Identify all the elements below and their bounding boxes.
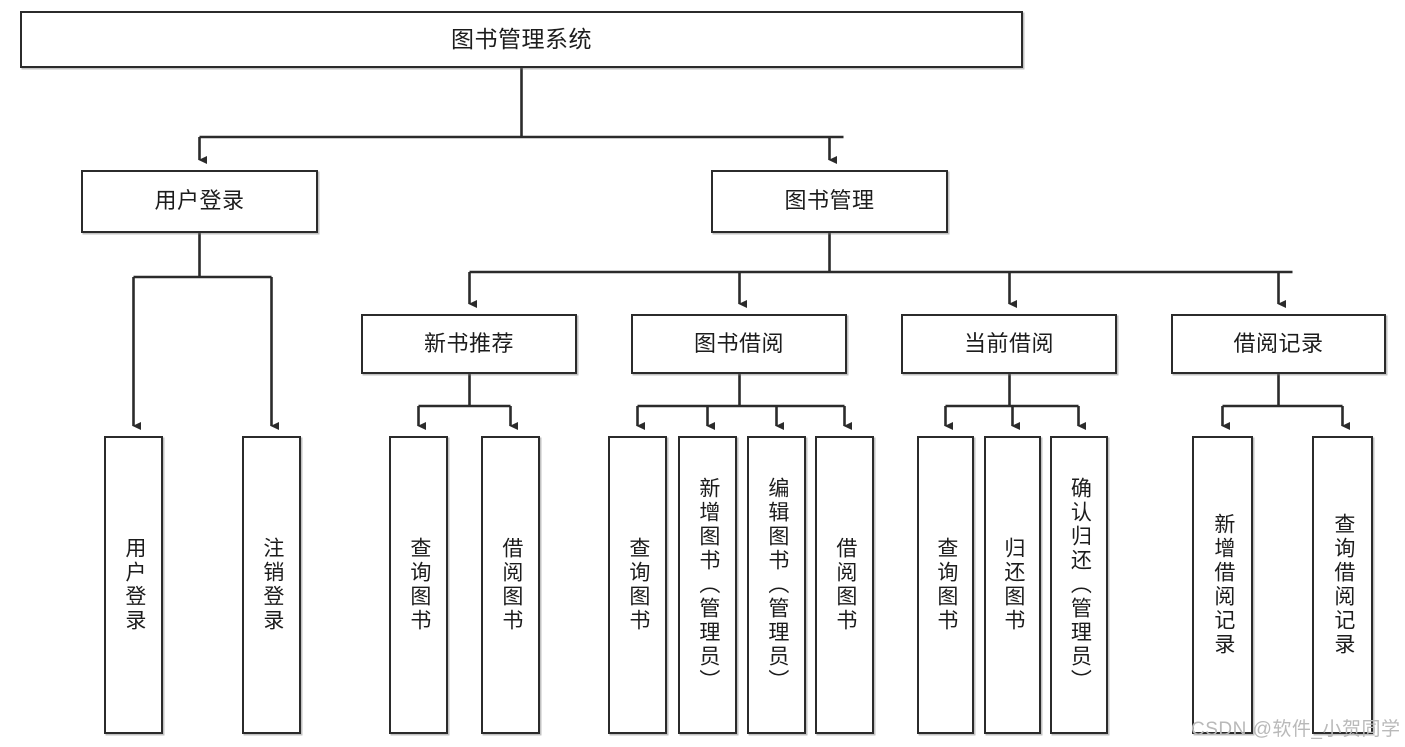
node-label: 注销登录 xyxy=(260,537,284,633)
node-user-login[interactable]: 用户登录 xyxy=(81,170,318,233)
node-label: 图书管理系统 xyxy=(451,25,592,52)
node-leaf-borrow-book-recommend[interactable]: 借阅图书 xyxy=(481,436,540,734)
node-leaf-edit-book[interactable]: 编辑图书（管理员） xyxy=(747,436,806,734)
node-book-borrow[interactable]: 图书借阅 xyxy=(631,314,847,374)
node-leaf-query-book-recommend[interactable]: 查询图书 xyxy=(389,436,448,734)
node-label: 图书借阅 xyxy=(693,330,784,356)
node-leaf-add-borrow-record[interactable]: 新增借阅记录 xyxy=(1192,436,1253,734)
node-label: 查询图书 xyxy=(407,537,431,633)
node-label: 查询图书 xyxy=(934,537,958,633)
node-book-management[interactable]: 图书管理 xyxy=(711,170,948,233)
node-leaf-add-book[interactable]: 新增图书（管理员） xyxy=(678,436,737,734)
node-label: 借阅记录 xyxy=(1233,330,1324,356)
node-leaf-query-borrow-record[interactable]: 查询借阅记录 xyxy=(1312,436,1373,734)
node-label: 查询图书 xyxy=(626,537,650,633)
node-leaf-query-book-current[interactable]: 查询图书 xyxy=(917,436,974,734)
node-new-book-recommend[interactable]: 新书推荐 xyxy=(361,314,577,374)
node-root-book-management-system[interactable]: 图书管理系统 xyxy=(20,11,1023,68)
node-leaf-user-login[interactable]: 用户登录 xyxy=(104,436,163,734)
node-label: 图书管理 xyxy=(784,188,875,214)
node-label: 编辑图书（管理员） xyxy=(765,477,789,693)
csdn-watermark: CSDN @软件_小贺同学 xyxy=(1191,719,1401,740)
node-borrow-record[interactable]: 借阅记录 xyxy=(1171,314,1386,374)
node-leaf-query-book-borrow[interactable]: 查询图书 xyxy=(608,436,667,734)
node-label: 当前借阅 xyxy=(963,330,1054,356)
node-leaf-confirm-return[interactable]: 确认归还（管理员） xyxy=(1050,436,1108,734)
node-label: 新增图书（管理员） xyxy=(696,477,720,693)
node-leaf-return-book[interactable]: 归还图书 xyxy=(984,436,1041,734)
node-label: 借阅图书 xyxy=(833,537,857,633)
node-leaf-borrow-book[interactable]: 借阅图书 xyxy=(815,436,874,734)
node-label: 归还图书 xyxy=(1001,537,1025,633)
node-label: 用户登录 xyxy=(122,537,146,633)
node-label: 用户登录 xyxy=(154,188,245,214)
node-current-borrow[interactable]: 当前借阅 xyxy=(901,314,1117,374)
node-label: 借阅图书 xyxy=(499,537,523,633)
node-label: 确认归还（管理员） xyxy=(1068,477,1092,693)
node-label: 新书推荐 xyxy=(423,330,514,356)
node-label: 新增借阅记录 xyxy=(1211,513,1235,657)
node-leaf-logout-login[interactable]: 注销登录 xyxy=(242,436,301,734)
node-label: 查询借阅记录 xyxy=(1331,513,1355,657)
